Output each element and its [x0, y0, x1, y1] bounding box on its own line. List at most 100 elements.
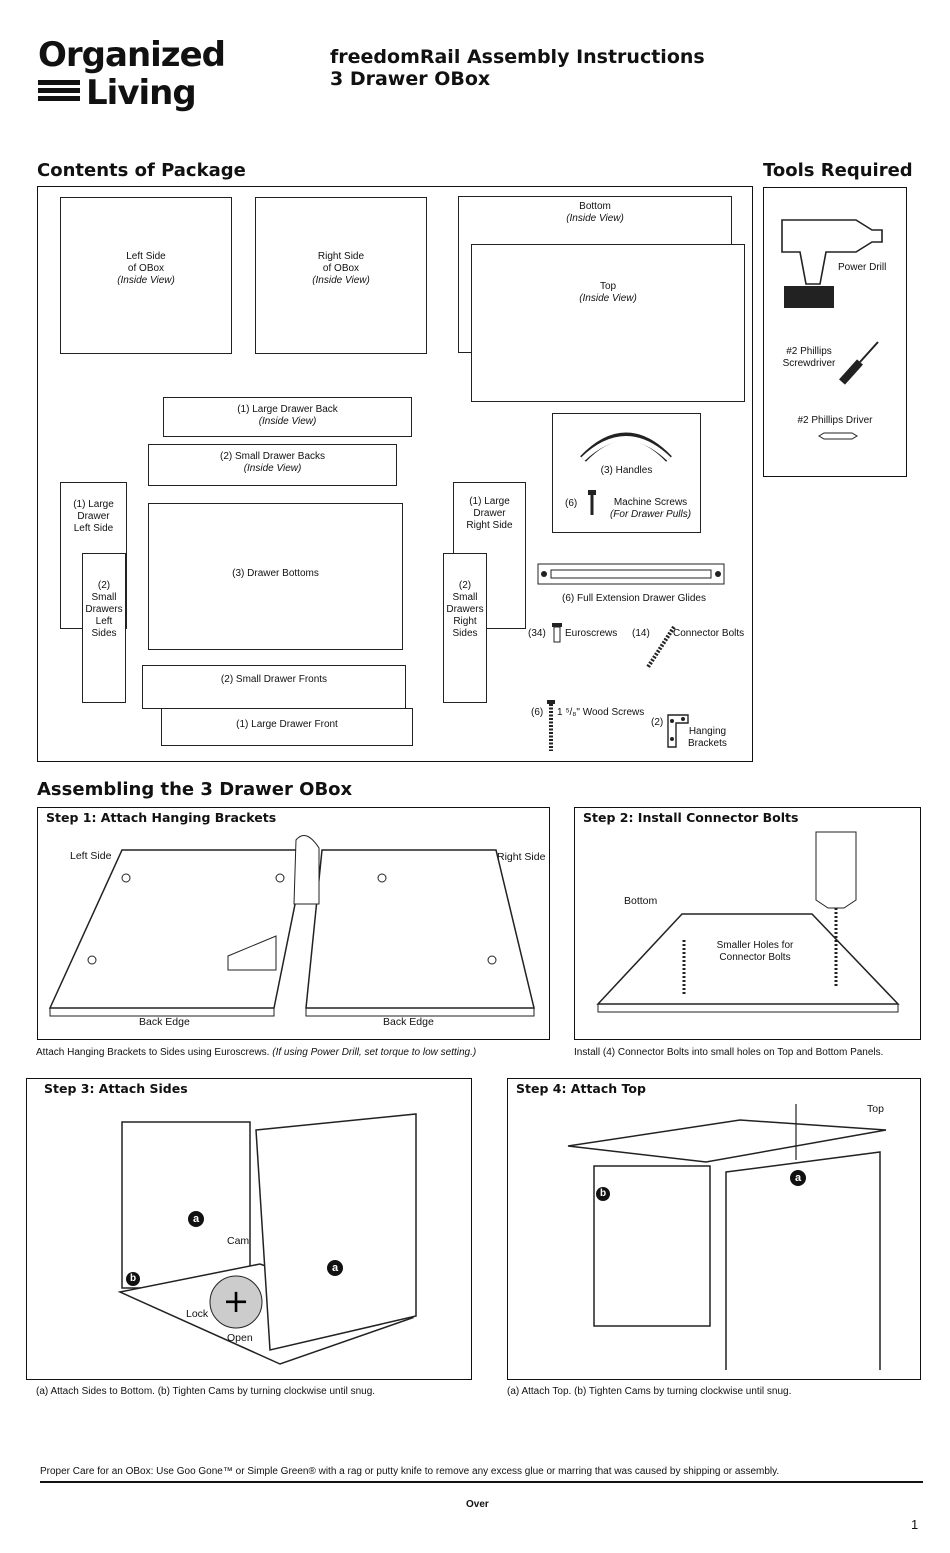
step4-marker-b-text: b [599, 1188, 607, 1199]
large-drawer-back-line1: (1) Large Drawer Back [237, 404, 338, 415]
large-drawer-back-panel: (1) Large Drawer Back (Inside View) [163, 397, 412, 437]
handle-icon [580, 432, 672, 462]
power-drill-label: Power Drill [838, 262, 887, 273]
step2-holes-label: Smaller Holes for Connector Bolts [710, 940, 800, 964]
step3-box [26, 1078, 472, 1380]
large-right-line2: Drawer [473, 508, 506, 519]
glides-label: (6) Full Extension Drawer Glides [562, 593, 706, 604]
machine-qty: (6) [565, 498, 578, 509]
large-left-line2: Drawer [77, 511, 110, 522]
large-right-line3: Right Side [466, 520, 513, 531]
step3-marker-b: b [126, 1272, 140, 1286]
small-left-line5: Sides [91, 628, 117, 639]
euroscrew-icon [552, 623, 562, 643]
step1-back-edge-left: Back Edge [139, 1016, 190, 1028]
small-drawer-backs-label: (2) Small Drawer Backs (Inside View) [149, 451, 396, 475]
step1-right-side: Right Side [497, 851, 546, 863]
large-drawer-back-line2: (Inside View) [258, 416, 317, 427]
screwdriver-icon [839, 341, 879, 385]
phillips-driver-label: #2 Phillips Driver [797, 415, 873, 426]
step2-holes-line2: Connector Bolts [719, 952, 791, 963]
right-side-line2: of OBox [322, 263, 360, 274]
step3-cam-label: Cam [227, 1235, 250, 1247]
small-right-line4: Right [453, 616, 477, 627]
large-left-line3: Left Side [73, 523, 114, 534]
machine-screws-label: Machine Screws (For Drawer Pulls) [603, 497, 698, 521]
connector-bolt-icon [646, 625, 676, 669]
doc-title-line1: freedomRail Assembly Instructions [330, 46, 705, 68]
brand-line1: Organized [38, 35, 226, 75]
hanging-label: Hanging Brackets [688, 726, 727, 750]
machine-screw-icon [588, 490, 596, 515]
small-drawer-fronts-label: (2) Small Drawer Fronts [220, 674, 328, 685]
step2-holes-line1: Smaller Holes for [716, 940, 794, 951]
tools-box [763, 187, 907, 477]
step3-illustration: + [117, 1113, 417, 1365]
power-drill-icon [781, 219, 883, 308]
step4-illustration [567, 1104, 887, 1370]
small-drawer-backs-line2: (Inside View) [243, 463, 302, 474]
small-left-line4: Left [95, 616, 113, 627]
svg-text:+: + [223, 1282, 250, 1320]
drawer-bottoms-label: (3) Drawer Bottoms [232, 568, 319, 579]
machine-screws-line: Machine Screws [613, 497, 688, 508]
small-drawers-left-panel: (2) Small Drawers Left Sides [82, 553, 126, 703]
step1-illustration [48, 835, 535, 1017]
hanging-line2: Brackets [688, 738, 727, 749]
step1-caption: Attach Hanging Brackets to Sides using E… [36, 1047, 476, 1058]
euro-qty: (34) [528, 628, 546, 639]
hanging-bracket-icon [667, 714, 689, 748]
step4-marker-a-text: a [794, 1172, 802, 1184]
step4-caption: (a) Attach Top. (b) Tighten Cams by turn… [507, 1386, 792, 1397]
step3-caption: (a) Attach Sides to Bottom. (b) Tighten … [36, 1386, 376, 1397]
large-drawer-right-label: (1) Large Drawer Right Side [454, 496, 525, 532]
bottom-line2: (Inside View) [566, 213, 624, 224]
assembly-heading: Assembling the 3 Drawer OBox [37, 779, 353, 800]
small-right-line5: Sides [452, 628, 478, 639]
large-right-line1: (1) Large [469, 496, 510, 507]
step4-title: Step 4: Attach Top [516, 1081, 646, 1096]
step3-marker-a2: a [327, 1260, 343, 1276]
top-line1: Top [599, 281, 617, 292]
top-label: Top (Inside View) [472, 281, 744, 305]
step4-top-label: Top [867, 1103, 884, 1115]
handles-label: (3) Handles [600, 465, 653, 476]
wood-qty: (6) [531, 707, 544, 718]
drawer-glide-icon [537, 563, 725, 585]
step2-illustration [596, 831, 900, 1013]
screwdriver-line1: #2 Phillips [786, 346, 832, 357]
brand-line2: Living [86, 73, 197, 113]
doc-title: freedomRail Assembly Instructions 3 Draw… [330, 46, 705, 90]
step4-marker-a: a [790, 1170, 806, 1186]
tools-heading: Tools Required [763, 160, 913, 181]
drawer-bottoms-panel: (3) Drawer Bottoms [148, 503, 403, 650]
screwdriver-line2: Screwdriver [782, 358, 836, 369]
large-drawer-back-label: (1) Large Drawer Back (Inside View) [164, 404, 411, 428]
doc-title-line2: 3 Drawer OBox [330, 68, 491, 90]
driver-bit-icon [818, 432, 858, 440]
small-right-line2: Small [452, 592, 478, 603]
small-drawers-left-label: (2) Small Drawers Left Sides [83, 580, 125, 640]
step3-marker-a2-text: a [331, 1262, 339, 1274]
step3-open-label: Open [227, 1332, 253, 1344]
connector-bolts-label: Connector Bolts [673, 628, 745, 639]
top-panel: Top (Inside View) [471, 244, 745, 402]
step3-lock-label: Lock [186, 1308, 209, 1320]
step1-left-side: Left Side [70, 850, 112, 862]
step2-caption: Install (4) Connector Bolts into small h… [574, 1047, 884, 1058]
step3-marker-b-text: b [129, 1273, 137, 1284]
bottom-line1: Bottom [579, 201, 611, 212]
contents-heading: Contents of Package [37, 160, 246, 181]
step4-box [507, 1078, 921, 1380]
handles-box: (3) Handles (6) Machine Screws (For Draw… [552, 413, 701, 533]
small-left-line3: Drawers [85, 604, 123, 615]
hang-qty: (2) [651, 717, 664, 728]
step1-box [37, 807, 550, 1040]
large-drawer-front-label: (1) Large Drawer Front [236, 719, 338, 730]
large-left-line1: (1) Large [73, 499, 114, 510]
brand-logo: Organized Living [38, 38, 228, 114]
small-drawers-right-panel: (2) Small Drawers Right Sides [443, 553, 487, 703]
right-side-label: Right Side of OBox (Inside View) [256, 251, 426, 287]
left-side-line3: (Inside View) [117, 275, 175, 286]
conn-qty: (14) [632, 628, 650, 639]
